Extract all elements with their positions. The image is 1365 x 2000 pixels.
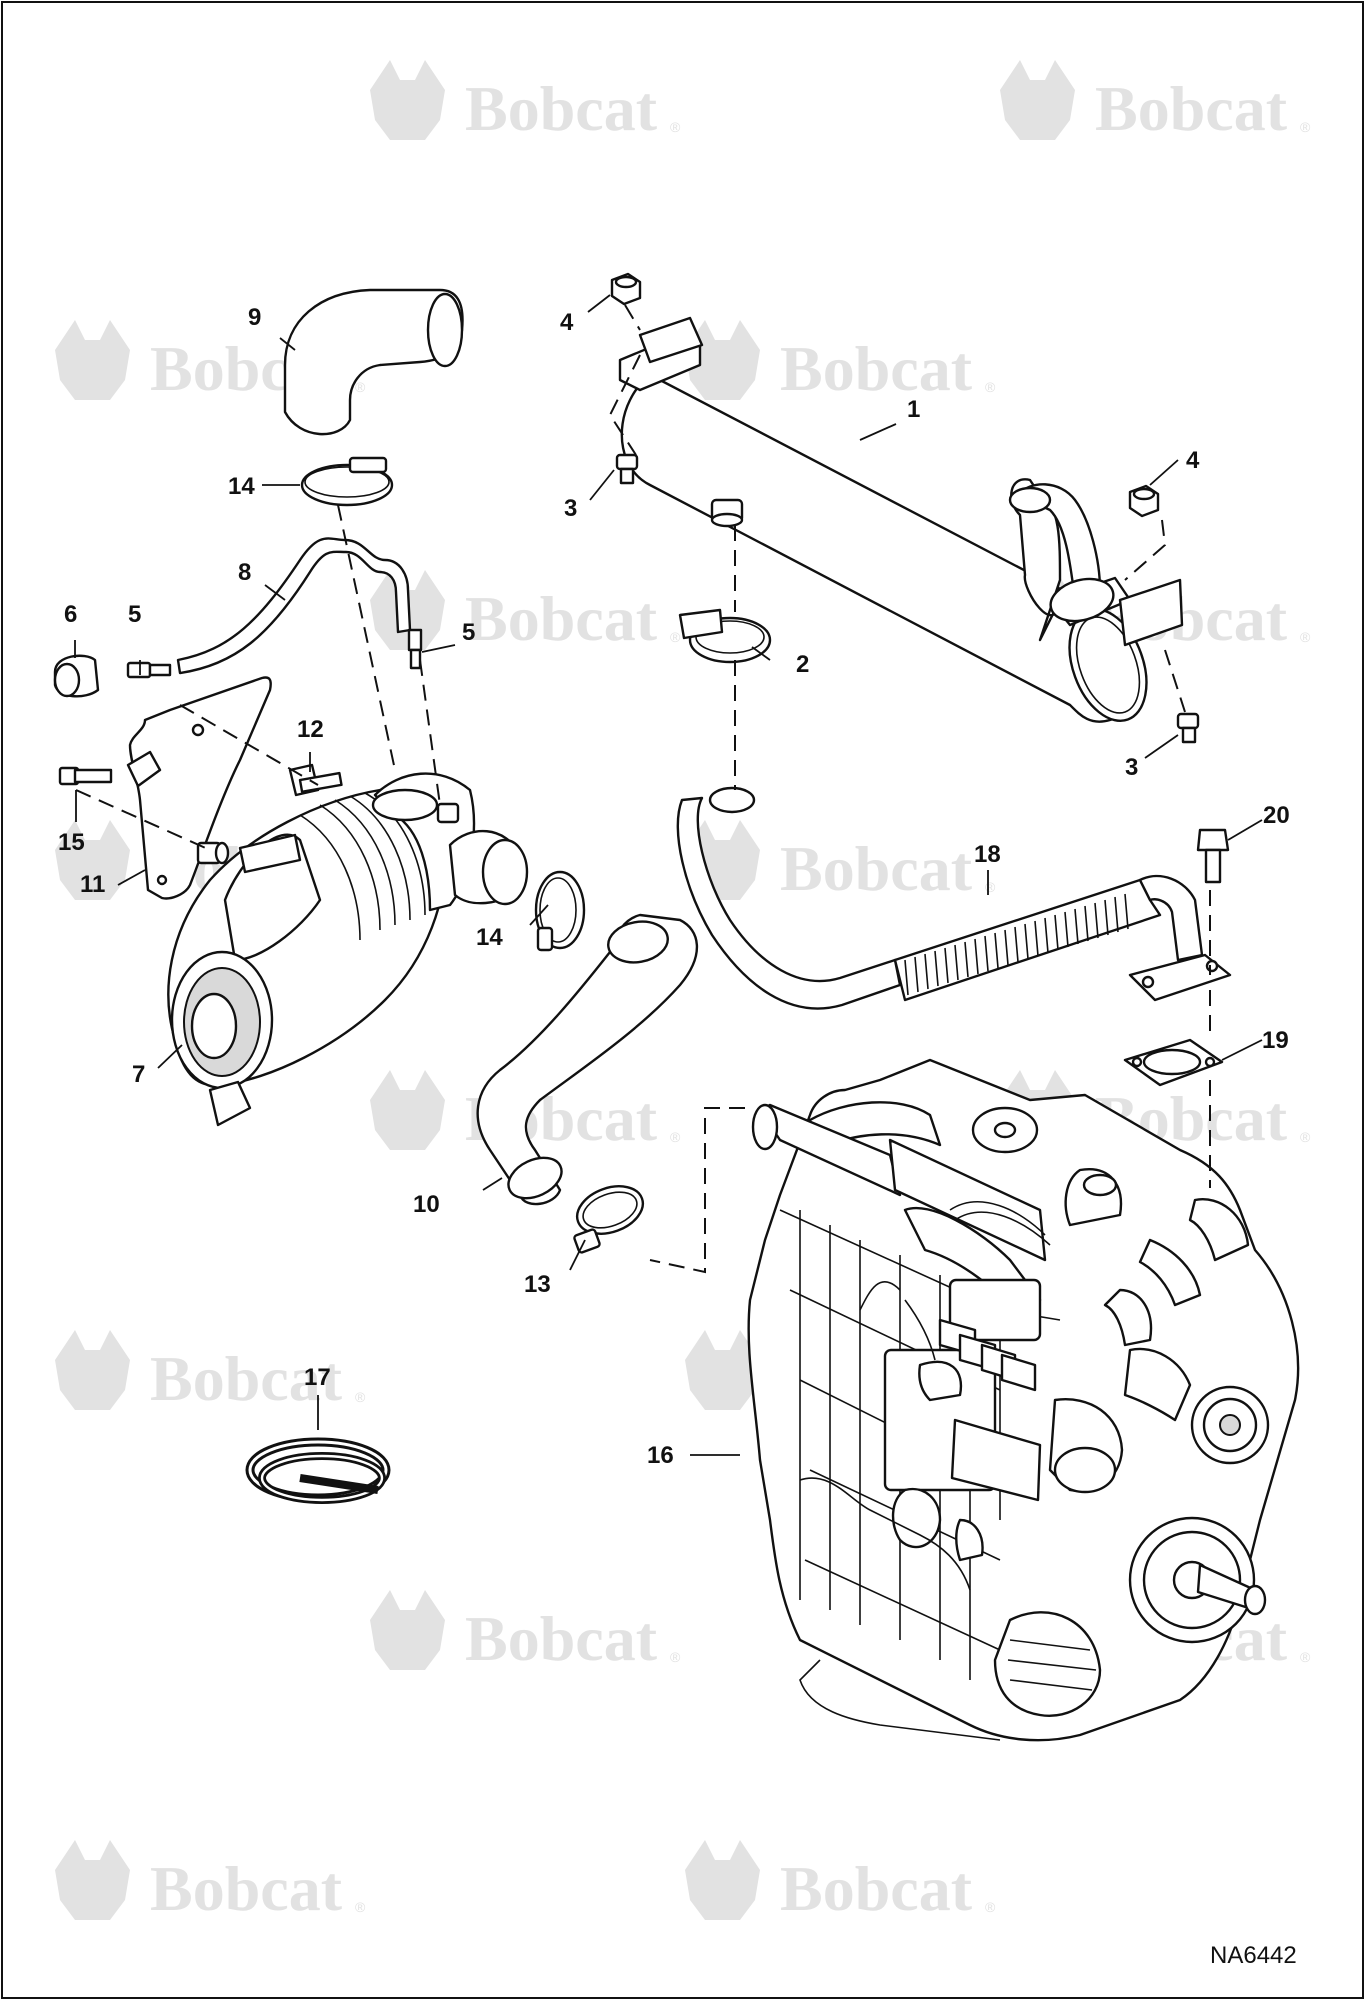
part-14-hose-clamp-upper <box>300 456 394 507</box>
watermark-registered: ® <box>985 379 996 395</box>
part-14-hose-clamp-lower <box>534 870 586 952</box>
callout-5-left: 5 <box>128 601 141 628</box>
part-5-fitting-left <box>126 661 172 679</box>
callout-10: 10 <box>413 1191 440 1218</box>
watermark-text: Bobcat <box>465 1603 658 1674</box>
watermark-tile: Bobcat ® <box>1000 60 1311 144</box>
part-4-nut-upper <box>610 272 642 306</box>
part-17-hose-coil <box>245 1437 391 1504</box>
callout-18: 18 <box>974 841 1001 868</box>
callout-7: 7 <box>132 1061 145 1088</box>
callout-14-lower: 14 <box>476 924 503 951</box>
bobcat-logo-icon <box>370 1070 445 1150</box>
watermark-registered: ® <box>355 1389 366 1405</box>
watermark-tile: Bobcat ® <box>55 1330 366 1414</box>
callout-9: 9 <box>248 304 261 331</box>
bobcat-logo-icon <box>685 320 760 400</box>
part-3-bolt-upper <box>615 453 639 485</box>
watermark-text: Bobcat <box>1095 73 1288 144</box>
callout-17: 17 <box>304 1364 331 1391</box>
watermark-registered: ® <box>670 629 681 645</box>
bobcat-logo-icon <box>55 1840 130 1920</box>
callout-3-lower: 3 <box>1125 754 1138 781</box>
watermark-tile: Bobcat ® <box>370 1590 681 1674</box>
part-2-exhaust-clamp <box>678 608 772 664</box>
callout-13: 13 <box>524 1271 551 1298</box>
assembly-centerlines <box>75 304 1211 1274</box>
bobcat-logo-icon <box>370 60 445 140</box>
watermark-tile: Bobcat ® <box>55 1840 366 1924</box>
watermark-text: Bobcat <box>150 1853 343 1924</box>
part-11-mounting-bracket <box>126 676 272 900</box>
callout-11: 11 <box>80 871 105 898</box>
part-19-gasket <box>1123 1038 1224 1087</box>
watermark-registered: ® <box>1300 119 1311 135</box>
callout-2: 2 <box>796 651 809 678</box>
callout-14-upper: 14 <box>228 473 255 500</box>
callout-3-upper: 3 <box>564 495 577 522</box>
bobcat-logo-icon <box>685 1330 760 1410</box>
part-12-bolt <box>288 763 343 797</box>
callout-1: 1 <box>907 396 920 423</box>
watermark-registered: ® <box>670 119 681 135</box>
part-15-bolt <box>58 766 113 786</box>
bobcat-logo-icon <box>685 1840 760 1920</box>
callout-labels: 1 2 3 3 4 4 5 5 6 7 8 9 10 11 12 13 14 1… <box>58 304 1290 1469</box>
callout-4-upper: 4 <box>560 309 574 336</box>
callout-12: 12 <box>297 716 324 743</box>
bobcat-logo-icon <box>1000 60 1075 140</box>
part-10-intake-hose <box>476 913 699 1206</box>
watermark-text: Bobcat <box>780 333 973 404</box>
part-3-bolt-lower <box>1176 712 1200 744</box>
watermark-registered: ® <box>355 379 366 395</box>
watermark-registered: ® <box>1300 1129 1311 1145</box>
callout-6: 6 <box>64 601 77 628</box>
watermark-tile: Bobcat ® <box>685 820 996 904</box>
part-7-air-cleaner <box>167 772 529 1127</box>
watermark-registered: ® <box>670 1129 681 1145</box>
bobcat-logo-icon <box>55 320 130 400</box>
part-1-muffler <box>618 316 1184 723</box>
watermark-tile: Bobcat ® <box>685 320 996 404</box>
watermark-text: Bobcat <box>780 1853 973 1924</box>
callout-19: 19 <box>1262 1027 1289 1054</box>
leader-lines <box>74 294 1263 1456</box>
watermark-tile: Bobcat ® <box>370 60 681 144</box>
watermark-text: Bobcat <box>465 583 658 654</box>
callout-5-right: 5 <box>462 619 475 646</box>
part-13-hose-clamp <box>573 1185 645 1254</box>
part-4-nut-lower <box>1128 484 1160 518</box>
watermark-text: Bobcat <box>150 1343 343 1414</box>
bobcat-logo-icon <box>55 1330 130 1410</box>
callout-4-lower: 4 <box>1186 447 1200 474</box>
callout-16: 16 <box>647 1442 674 1469</box>
watermark-text: Bobcat <box>780 833 973 904</box>
watermark-tile: Bobcat ® <box>685 1840 996 1924</box>
bobcat-logo-icon <box>55 820 130 900</box>
watermark-registered: ® <box>1300 629 1311 645</box>
callout-8: 8 <box>238 559 251 586</box>
part-16-engine <box>747 1058 1300 1742</box>
part-20-bolt <box>1196 828 1230 884</box>
drawing-reference-number: NA6442 <box>1210 1942 1297 1969</box>
watermark-registered: ® <box>985 879 996 895</box>
part-18-exhaust-pipe <box>676 786 1232 1010</box>
watermark-text: Bobcat <box>465 73 658 144</box>
part-8-vacuum-hose <box>176 537 412 675</box>
part-9-elbow-hose <box>283 288 464 436</box>
watermark-registered: ® <box>670 1649 681 1665</box>
watermark-registered: ® <box>985 1899 996 1915</box>
callout-15: 15 <box>58 829 85 856</box>
callout-20: 20 <box>1263 802 1290 829</box>
watermark-registered: ® <box>1300 1649 1311 1665</box>
part-5-fitting-right <box>407 628 423 670</box>
watermark-registered: ® <box>355 1899 366 1915</box>
part-6-cap <box>53 654 100 698</box>
bobcat-logo-icon <box>370 1590 445 1670</box>
